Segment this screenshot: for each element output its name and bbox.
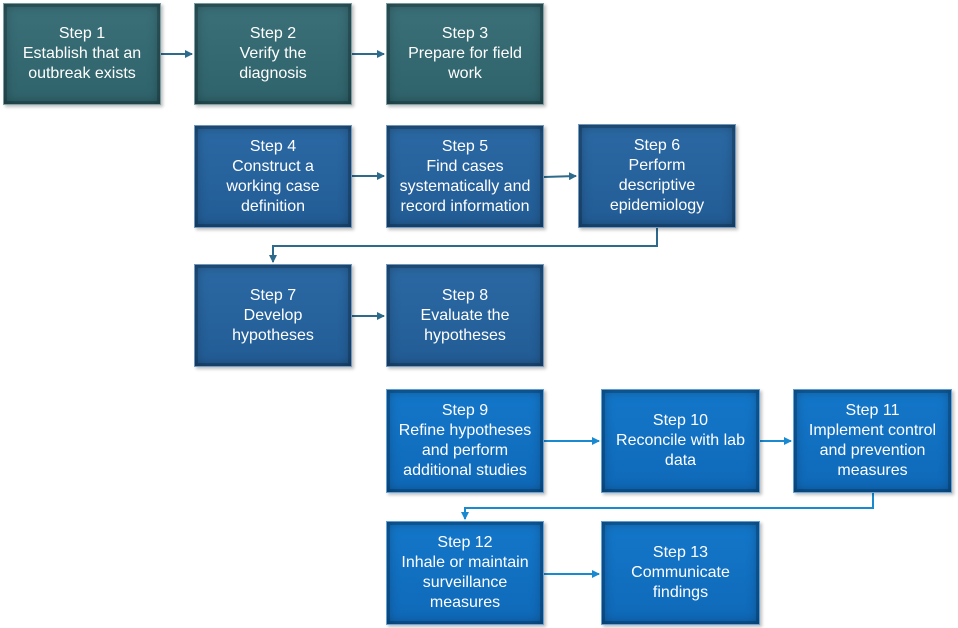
step-13-number: Step 13 [652,544,709,561]
step-11-line-2: and prevention [819,442,926,459]
step-5-box: Step 5 Find cases systematically and rec… [386,125,544,228]
step-12-line-2: surveillance [422,574,508,591]
arrow-step6-to-step7 [269,228,658,263]
step-4-line-3: definition [240,197,306,215]
step-11-box: Step 11 Implement control and prevention… [793,389,952,493]
step-10-line-2: data [664,452,697,469]
step-3-line-1: Prepare for field [408,45,522,62]
step-9-box: Step 9 Refine hypotheses and perform add… [386,389,544,493]
step-2-box: Step 2 Verify the diagnosis [194,3,352,105]
arrow-step5-to-step6 [543,172,577,181]
step-1-box: Step 1 Establish that an outbreak exists [3,3,161,105]
step-5-number: Step 5 [441,137,489,155]
step-1-line-2: outbreak exists [28,65,136,82]
step-10-number: Step 10 [652,412,709,429]
step-6-box: Step 6 Perform descriptive epidemiology [578,124,736,228]
step-6-number: Step 6 [633,137,681,154]
step-3-box: Step 3 Prepare for field work [386,3,544,105]
step-10-line-1: Reconcile with lab [616,432,745,449]
step-7-box: Step 7 Develop hypotheses [194,264,352,367]
step-3-number: Step 3 [441,25,489,42]
step-10-box: Step 10 Reconcile with lab data [601,389,760,493]
step-12-box: Step 12 Inhale or maintain surveillance … [386,521,544,625]
step-2-line-1: Verify the [239,45,307,62]
step-4-line-1: Construct a [232,157,314,175]
step-12-line-1: Inhale or maintain [401,554,529,571]
step-7-line-1: Develop [243,306,303,324]
step-6-line-2: descriptive [618,177,696,194]
step-11-line-1: Implement control [808,422,937,439]
step-12-line-3: measures [429,594,501,611]
step-13-line-1: Communicate [631,564,730,581]
step-2-line-2: diagnosis [239,65,307,82]
step-8-line-2: hypotheses [424,326,506,344]
step-1-number: Step 1 [58,25,106,42]
step-2-number: Step 2 [249,25,297,42]
step-13-line-2: findings [652,584,709,601]
step-7-line-2: hypotheses [232,326,314,344]
step-8-line-1: Evaluate the [420,306,510,324]
step-5-line-3: record information [400,197,530,215]
step-1-line-1: Establish that an [22,45,142,62]
arrow-step11-to-step12 [461,493,874,520]
step-4-line-2: working case [226,177,320,195]
step-6-line-3: epidemiology [609,197,705,214]
step-5-line-2: systematically and [399,177,531,195]
step-4-box: Step 4 Construct a working case definiti… [194,125,352,228]
step-7-number: Step 7 [249,286,297,304]
step-6-line-1: Perform [628,157,686,174]
step-11-line-3: measures [837,462,908,479]
step-13-box: Step 13 Communicate findings [601,521,760,625]
step-4-number: Step 4 [249,137,297,155]
step-3-line-2: work [448,65,482,82]
step-9-number: Step 9 [441,402,489,419]
step-12-number: Step 12 [437,534,493,551]
step-9-line-1: Refine hypotheses [398,422,532,439]
step-9-line-2: and perform [421,442,509,459]
step-8-number: Step 8 [441,286,489,304]
step-8-box: Step 8 Evaluate the hypotheses [386,264,544,367]
step-9-line-3: additional studies [403,462,527,479]
step-5-line-1: Find cases [426,157,504,175]
step-11-number: Step 11 [845,402,900,419]
